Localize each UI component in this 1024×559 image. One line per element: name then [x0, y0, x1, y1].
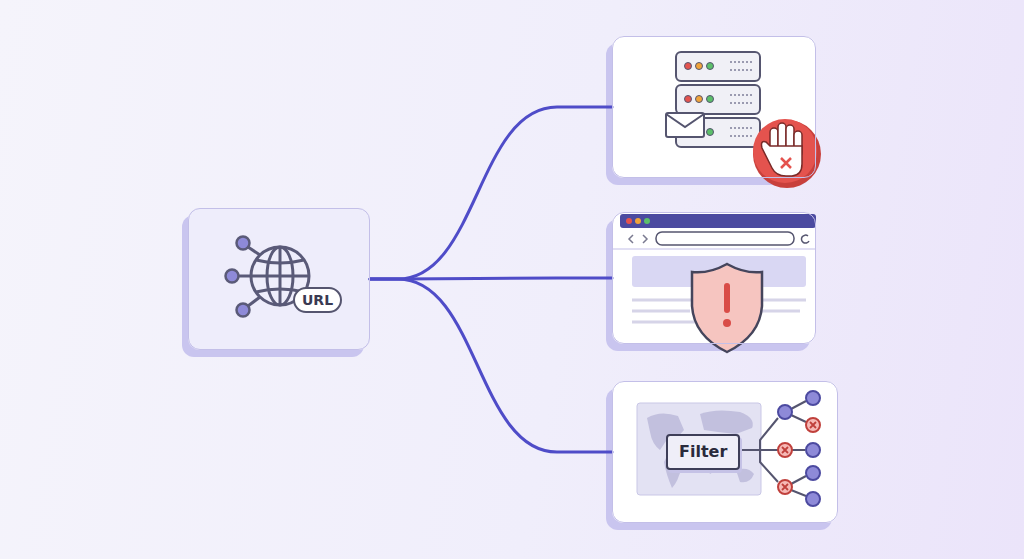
browser-window — [612, 214, 816, 352]
connector-line — [370, 279, 612, 452]
filter-box: Filter — [666, 434, 740, 470]
url-badge: URL — [293, 287, 342, 313]
filter-label: Filter — [679, 442, 727, 462]
browser-warning-card — [612, 212, 816, 344]
card-plates — [182, 36, 838, 530]
server-icon — [666, 52, 760, 147]
blocked-server-card — [612, 36, 816, 178]
url-card: URL — [188, 208, 370, 350]
connector-line — [370, 107, 612, 279]
filter-card: Filter — [612, 381, 838, 523]
